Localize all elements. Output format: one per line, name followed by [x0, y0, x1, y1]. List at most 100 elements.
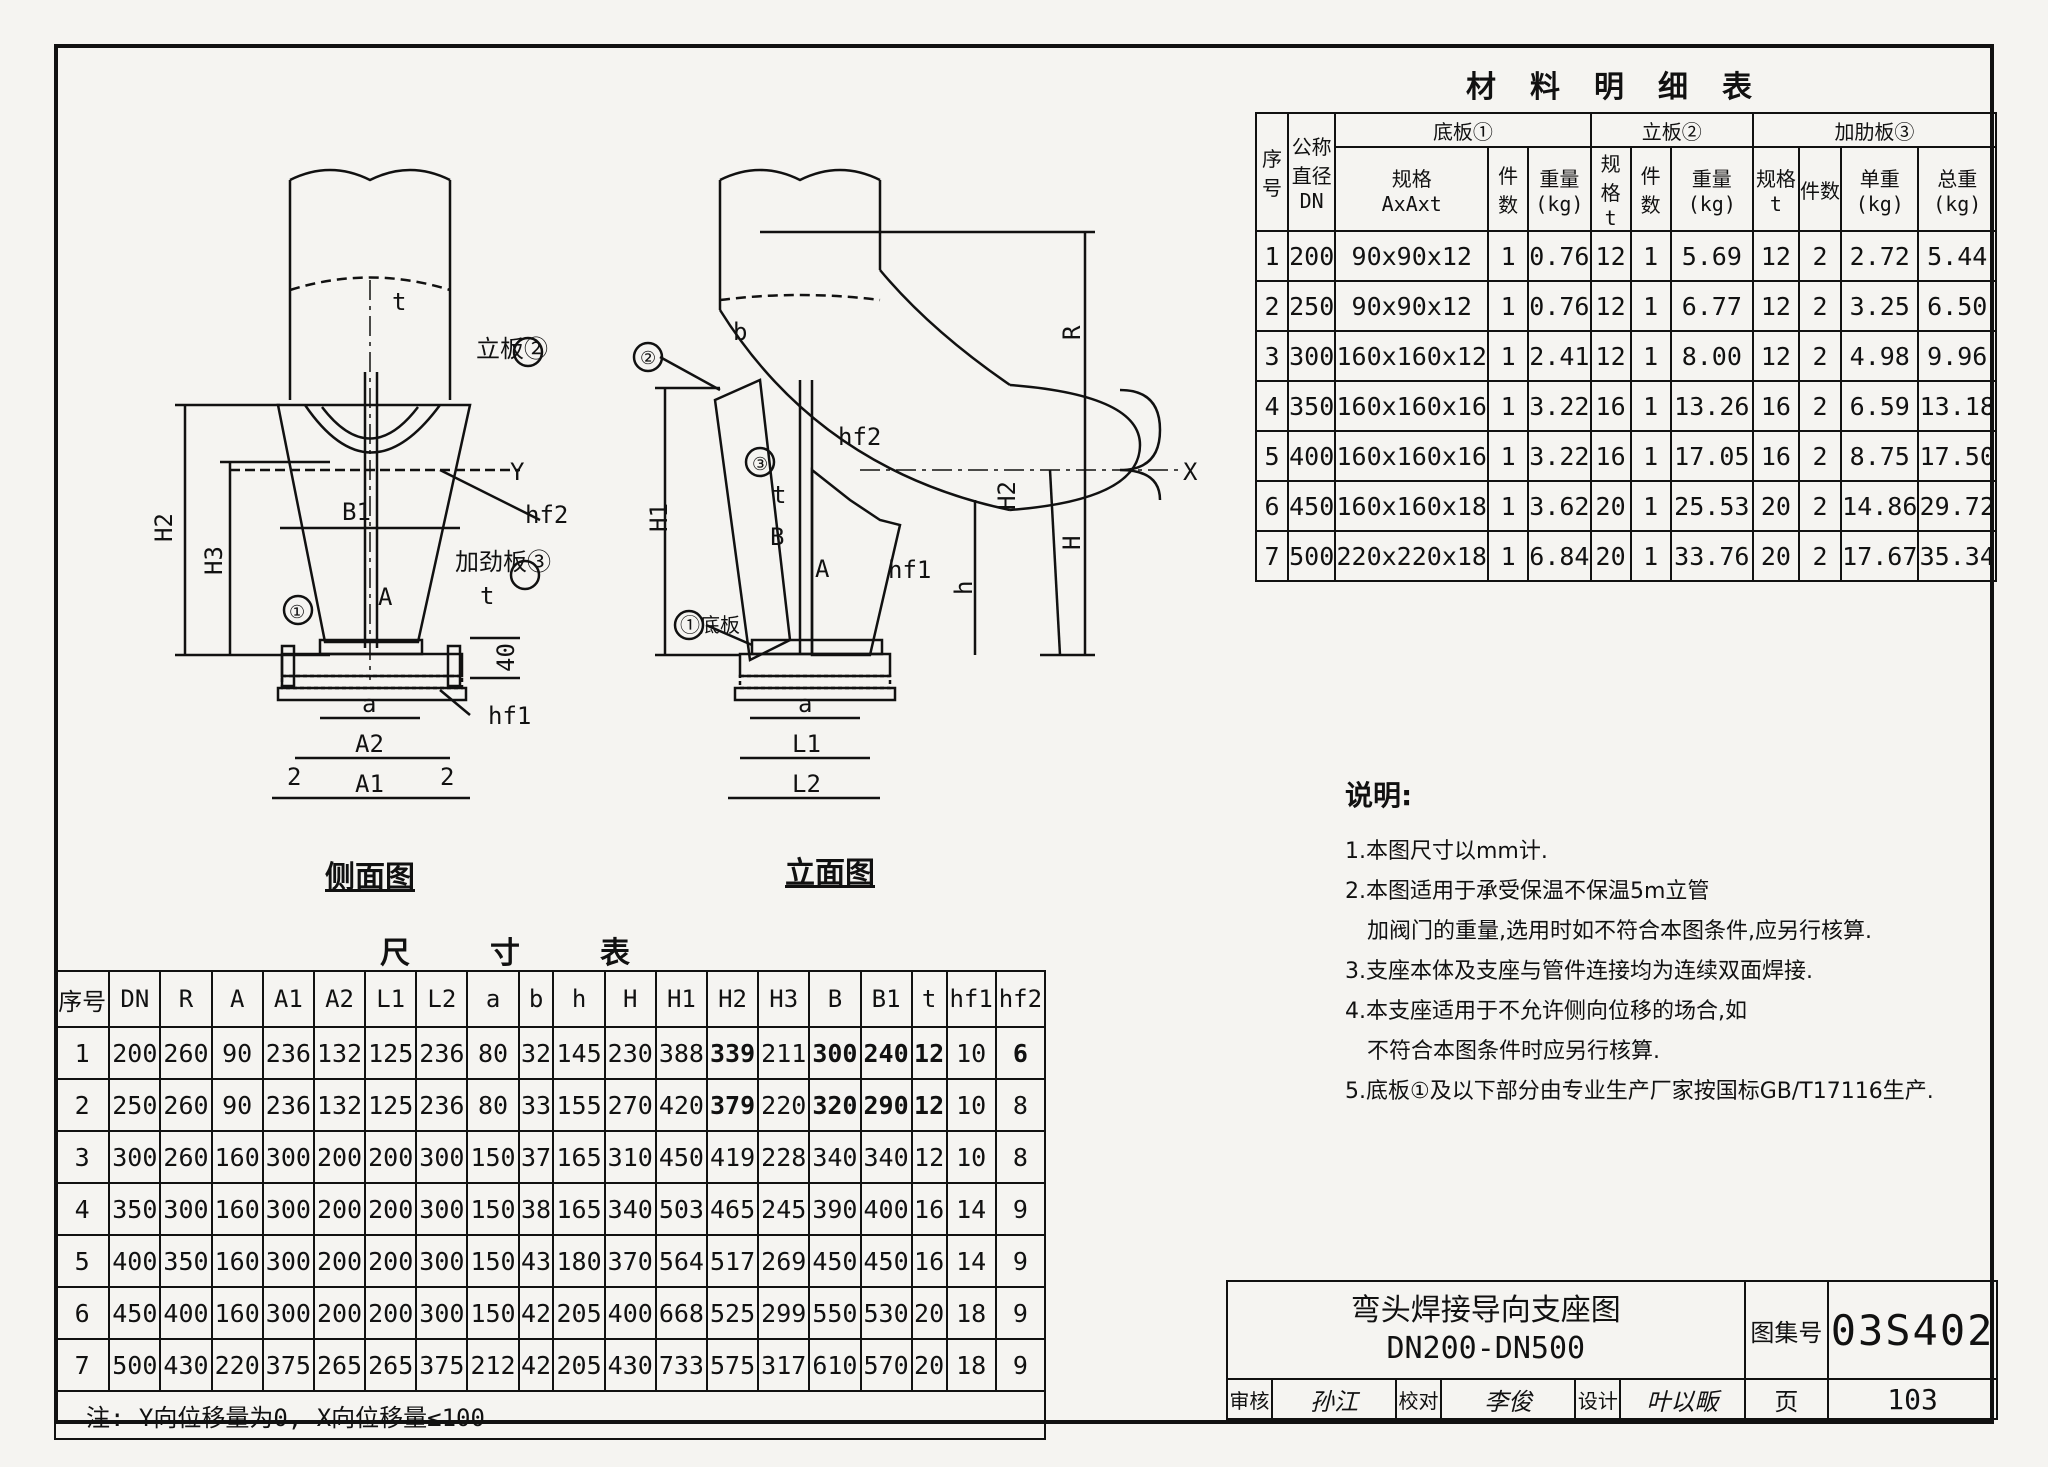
dimension-cell: 200: [364, 1182, 418, 1236]
atlas-label: 图集号: [1743, 1280, 1830, 1380]
side-label-t2: t: [480, 582, 494, 610]
dimension-cell: 564: [654, 1234, 708, 1288]
dimension-cell: 300: [415, 1130, 469, 1184]
dimension-cell: 450: [808, 1234, 862, 1288]
material-cell: 300: [1287, 330, 1337, 382]
dimension-cell: 300: [415, 1182, 469, 1236]
dimension-cell: 575: [705, 1338, 760, 1392]
mat-h-count-3: 件数: [1797, 146, 1843, 232]
dimension-cell: 733: [654, 1338, 708, 1392]
dimension-cell: 16: [910, 1182, 948, 1236]
page-label: 页: [1743, 1378, 1830, 1420]
material-cell: 1: [1629, 530, 1672, 582]
dimension-cell: 200: [312, 1234, 367, 1288]
dimension-header-cell: hf2: [994, 970, 1047, 1028]
dimension-cell: 160: [210, 1286, 264, 1340]
front-label-base: ①底板: [680, 613, 740, 637]
mat-h-count-1: 件数: [1487, 146, 1530, 232]
dimension-cell: 200: [108, 1026, 162, 1080]
note-item: 5.底板①及以下部分由专业生产厂家按国标GB/T17116生产.: [1345, 1079, 1934, 1104]
dimension-cell: 42: [517, 1338, 555, 1392]
dimension-cell: 245: [757, 1182, 811, 1236]
material-cell: 8.75: [1840, 430, 1920, 482]
dimension-cell: 200: [312, 1286, 367, 1340]
dimension-cell: 300: [108, 1130, 162, 1184]
dimension-cell: 205: [552, 1286, 606, 1340]
front-label-h: h: [950, 581, 978, 595]
side-label-c1: ①: [289, 602, 305, 623]
dimension-cell: 300: [261, 1286, 315, 1340]
dimension-cell: 269: [757, 1234, 811, 1288]
material-cell: 1: [1487, 330, 1530, 382]
material-table-title: 材料明细表: [1466, 70, 1786, 105]
material-cell: 13.26: [1669, 380, 1754, 432]
material-cell: 160x160x18: [1334, 480, 1490, 532]
dimension-cell: 5: [53, 1234, 111, 1288]
mat-h-rib-plate: 加肋板③: [1751, 112, 1998, 148]
material-cell: 350: [1287, 380, 1337, 432]
dimension-cell: 300: [808, 1026, 862, 1080]
material-cell: 16: [1589, 430, 1632, 482]
check-signature: 李俊: [1439, 1378, 1577, 1420]
dimension-header-cell: H1: [654, 970, 708, 1028]
material-cell: 2: [1254, 280, 1290, 332]
dimension-cell: 290: [859, 1078, 913, 1132]
dimension-cell: 12: [910, 1078, 948, 1132]
material-cell: 13.18: [1917, 380, 1997, 432]
dimension-header-cell: 序号: [53, 970, 111, 1028]
dimension-cell: 400: [108, 1234, 162, 1288]
front-label-hf1: hf1: [888, 556, 931, 584]
side-label-two-left: 2: [287, 763, 301, 791]
dimension-cell: 150: [466, 1130, 520, 1184]
side-label-h2: H2: [150, 513, 178, 542]
mat-h-total-weight: 总重(kg): [1917, 146, 1997, 232]
dimension-header-cell: b: [517, 970, 555, 1028]
dimension-cell: 668: [654, 1286, 708, 1340]
material-cell: 17.50: [1917, 430, 1997, 482]
material-cell: 500: [1287, 530, 1337, 582]
dimension-cell: 3: [53, 1130, 111, 1184]
dimension-cell: 20: [910, 1338, 948, 1392]
dimension-cell: 220: [210, 1338, 264, 1392]
material-cell: 20: [1589, 480, 1632, 532]
dimension-cell: 310: [603, 1130, 657, 1184]
material-cell: 1: [1629, 380, 1672, 432]
dimension-cell: 9: [994, 1234, 1047, 1288]
material-cell: 5.69: [1669, 230, 1754, 282]
material-cell: 17.67: [1840, 530, 1920, 582]
material-cell: 6.50: [1917, 280, 1997, 332]
dimension-cell: 200: [312, 1130, 367, 1184]
dimension-cell: 350: [108, 1182, 162, 1236]
dimension-cell: 400: [603, 1286, 657, 1340]
dimension-cell: 300: [261, 1234, 315, 1288]
dimension-cell: 155: [552, 1078, 606, 1132]
material-cell: 20: [1751, 480, 1800, 532]
front-label-a: A: [815, 555, 830, 583]
material-cell: 9.96: [1917, 330, 1997, 382]
side-label-rib: 加劲板③: [455, 548, 551, 576]
dimension-cell: 236: [261, 1026, 315, 1080]
material-cell: 5: [1254, 430, 1290, 482]
dimension-cell: 9: [994, 1182, 1047, 1236]
dimension-cell: 503: [654, 1182, 708, 1236]
material-cell: 7: [1254, 530, 1290, 582]
dimension-header-cell: A2: [312, 970, 367, 1028]
material-cell: 5.44: [1917, 230, 1997, 282]
dimension-cell: 150: [466, 1286, 520, 1340]
dimension-cell: 20: [910, 1286, 948, 1340]
dimension-cell: 388: [654, 1026, 708, 1080]
material-cell: 3.25: [1840, 280, 1920, 332]
note-item: 加阀门的重量,选用时如不符合本图条件,应另行核算.: [1367, 919, 1872, 944]
dimension-cell: 300: [261, 1182, 315, 1236]
side-label-riser: 立板②: [476, 335, 548, 363]
